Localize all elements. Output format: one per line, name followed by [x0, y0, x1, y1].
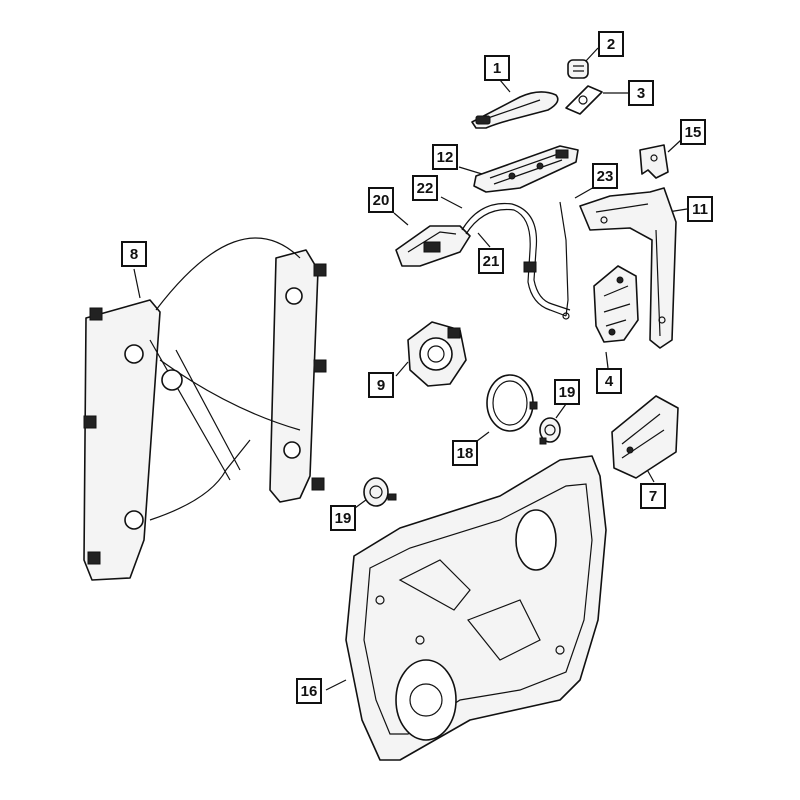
callout-label-4: 4	[596, 368, 622, 394]
handle-carrier-part	[473, 145, 579, 193]
callout-label-7: 7	[640, 483, 666, 509]
window-regulator-part	[83, 237, 327, 581]
speaker-ring-part	[486, 374, 538, 432]
outside-door-handle-part	[471, 91, 559, 129]
callout-label-3: 3	[628, 80, 654, 106]
window-motor-part	[407, 321, 467, 387]
reinforcement-bracket-part	[579, 187, 677, 349]
handle-cap-part	[567, 59, 589, 79]
callout-label-2: 2	[598, 31, 624, 57]
callout-label-16: 16	[296, 678, 322, 704]
bracket-part-15	[639, 144, 669, 179]
module-part-7	[611, 395, 679, 479]
callout-label-15: 15	[680, 119, 706, 145]
callout-label-11: 11	[687, 196, 713, 222]
release-cable-part	[461, 202, 571, 317]
callout-label-19-upper: 19	[554, 379, 580, 405]
callout-label-1: 1	[484, 55, 510, 81]
callout-label-12: 12	[432, 144, 458, 170]
inside-handle-part	[395, 225, 471, 267]
callout-label-23: 23	[592, 163, 618, 189]
door-inner-panel-part	[345, 455, 607, 761]
door-latch-part	[593, 265, 639, 343]
handle-bezel-part	[565, 85, 603, 115]
tweeter-part-lower	[363, 477, 397, 507]
callout-label-19-lower: 19	[330, 505, 356, 531]
callout-label-20: 20	[368, 187, 394, 213]
linkage-rod-part	[559, 201, 570, 320]
callout-label-18: 18	[452, 440, 478, 466]
callout-label-22: 22	[412, 175, 438, 201]
callout-label-9: 9	[368, 372, 394, 398]
tweeter-part-upper	[539, 417, 561, 445]
callout-label-21: 21	[478, 248, 504, 274]
callout-label-8: 8	[121, 241, 147, 267]
